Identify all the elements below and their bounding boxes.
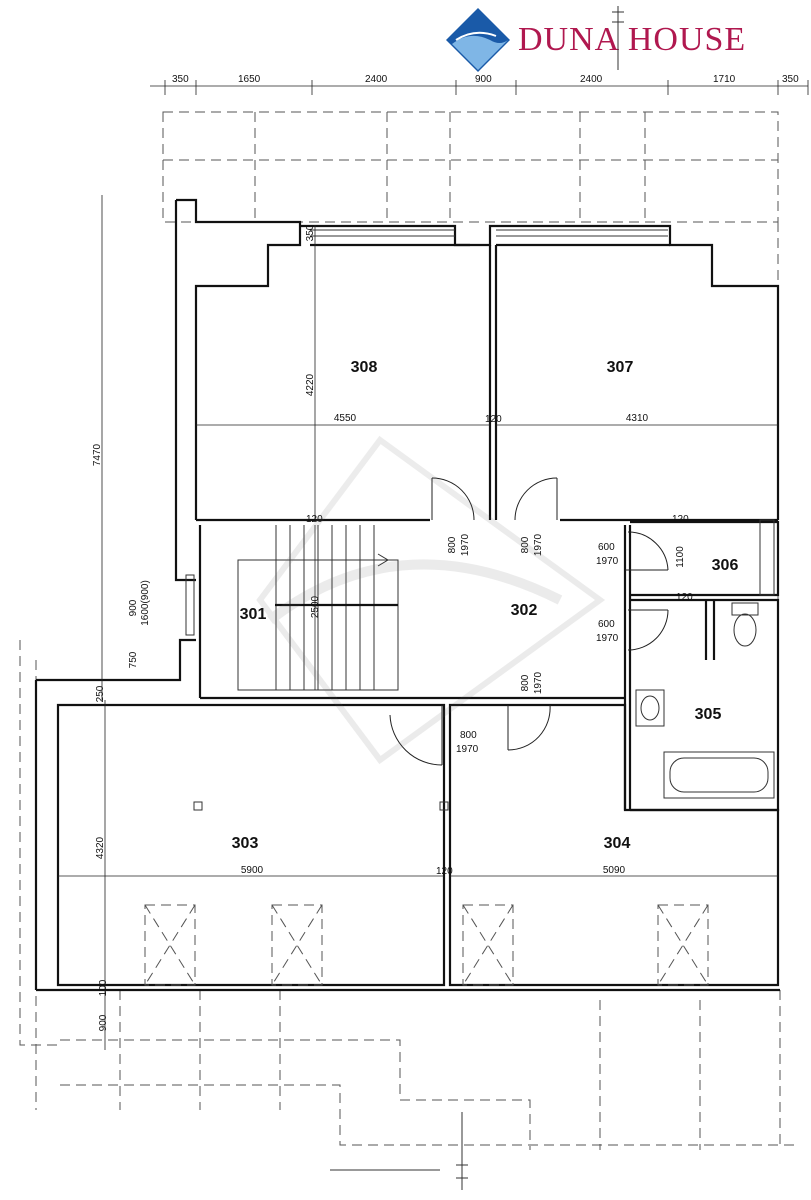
- door-3-height: 1970: [596, 556, 619, 567]
- top-dim-label: 900: [475, 74, 492, 85]
- room-302-label: 302: [511, 602, 538, 619]
- door-1-height: 1970: [460, 533, 471, 556]
- staircase: [237, 525, 399, 691]
- dim-4220: 4220: [305, 373, 316, 396]
- skylight-icon: [144, 904, 196, 986]
- brand-logo: DUNA HOUSE: [446, 8, 746, 72]
- width-303: 5900: [241, 865, 264, 876]
- roof-outline: [19, 111, 800, 1150]
- dim-1100: 1100: [675, 546, 686, 568]
- dim-120: 120: [485, 414, 502, 425]
- bathtub-icon: [663, 751, 775, 799]
- width-307: 4310: [626, 413, 649, 424]
- section-marker-top: [612, 6, 624, 70]
- skylight-icon: [657, 904, 709, 986]
- door-4-width: 600: [598, 619, 615, 630]
- door-4-height: 1970: [596, 633, 619, 644]
- section-marker-bottom: [330, 1112, 468, 1190]
- dim-4320: 4320: [95, 836, 106, 859]
- sink-icon: [635, 689, 665, 727]
- room-301-label: 301: [240, 606, 267, 623]
- top-dim-label: 1650: [238, 74, 261, 85]
- room-306-label: 306: [712, 557, 739, 574]
- skylights: [144, 904, 709, 986]
- building-walls: [34, 198, 780, 992]
- top-dim-label: 350: [172, 74, 189, 85]
- dim-1600: 1600(900): [140, 580, 151, 626]
- door-2-height: 1970: [533, 533, 544, 556]
- dim-250: 250: [95, 685, 106, 702]
- dim-900: 900: [128, 599, 139, 616]
- vent-icon: [193, 801, 203, 811]
- dim-total: 7470: [92, 443, 103, 466]
- top-dim-label: 350: [782, 74, 799, 85]
- door-icon: [625, 531, 669, 571]
- toilet-icon: [731, 602, 759, 647]
- room-307-label: 307: [607, 359, 634, 376]
- dim-120: 120: [676, 592, 693, 603]
- top-dim-label: 2400: [365, 74, 388, 85]
- watermark-logo: [256, 435, 606, 765]
- top-dim-label: 1710: [713, 74, 736, 85]
- bathroom-fixtures: [193, 602, 775, 811]
- windows: [185, 229, 775, 636]
- door-6-width: 800: [460, 730, 477, 741]
- dim-120: 120: [436, 866, 453, 877]
- dim-100: 100: [98, 979, 109, 996]
- dim-350: 350: [305, 224, 316, 241]
- chimney-icon: [439, 801, 449, 811]
- dim-900b: 900: [98, 1014, 109, 1031]
- vertical-dimension-labels: 7470 4220 4320 2500 900 1600(900) 750 25…: [92, 224, 686, 1031]
- interior-dimensions: [58, 195, 778, 1050]
- door-icon: [514, 477, 558, 521]
- door-dimension-labels: 800 1970 800 1970 600 1970 600 1970 800 …: [447, 533, 619, 755]
- brand-name: DUNA HOUSE: [518, 21, 746, 58]
- room-308-label: 308: [351, 359, 378, 376]
- door-5-height: 1970: [533, 671, 544, 694]
- door-6-height: 1970: [456, 744, 479, 755]
- door-icon: [389, 705, 443, 766]
- room-width-labels: 4550 4310 5900 5090: [241, 413, 649, 876]
- door-icon: [627, 609, 669, 651]
- door-2-width: 800: [520, 536, 531, 553]
- dim-120: 120: [306, 514, 323, 525]
- wall-thickness-labels: 120 120 120 120 120: [306, 414, 693, 877]
- door-3-width: 600: [598, 542, 615, 553]
- top-dim-label: 2400: [580, 74, 603, 85]
- skylight-icon: [271, 904, 323, 986]
- dim-2500: 2500: [310, 595, 321, 618]
- door-icon: [507, 704, 551, 751]
- room-304-label: 304: [604, 835, 631, 852]
- door-icon: [431, 477, 475, 521]
- room-303-label: 303: [232, 835, 259, 852]
- skylight-icon: [462, 904, 514, 986]
- room-labels: 308 307 301 302 306 305 303 304: [232, 359, 739, 852]
- door-1-width: 800: [447, 536, 458, 553]
- door-5-width: 800: [520, 674, 531, 691]
- dim-120: 120: [672, 514, 689, 525]
- logo-diamond-icon: [446, 8, 510, 72]
- room-305-label: 305: [695, 706, 722, 723]
- top-dimension-line: 350 1650 2400 900 2400 1710 350: [150, 74, 809, 95]
- width-304: 5090: [603, 865, 626, 876]
- dim-750: 750: [128, 651, 139, 668]
- door-swings: [389, 477, 669, 766]
- width-308: 4550: [334, 413, 357, 424]
